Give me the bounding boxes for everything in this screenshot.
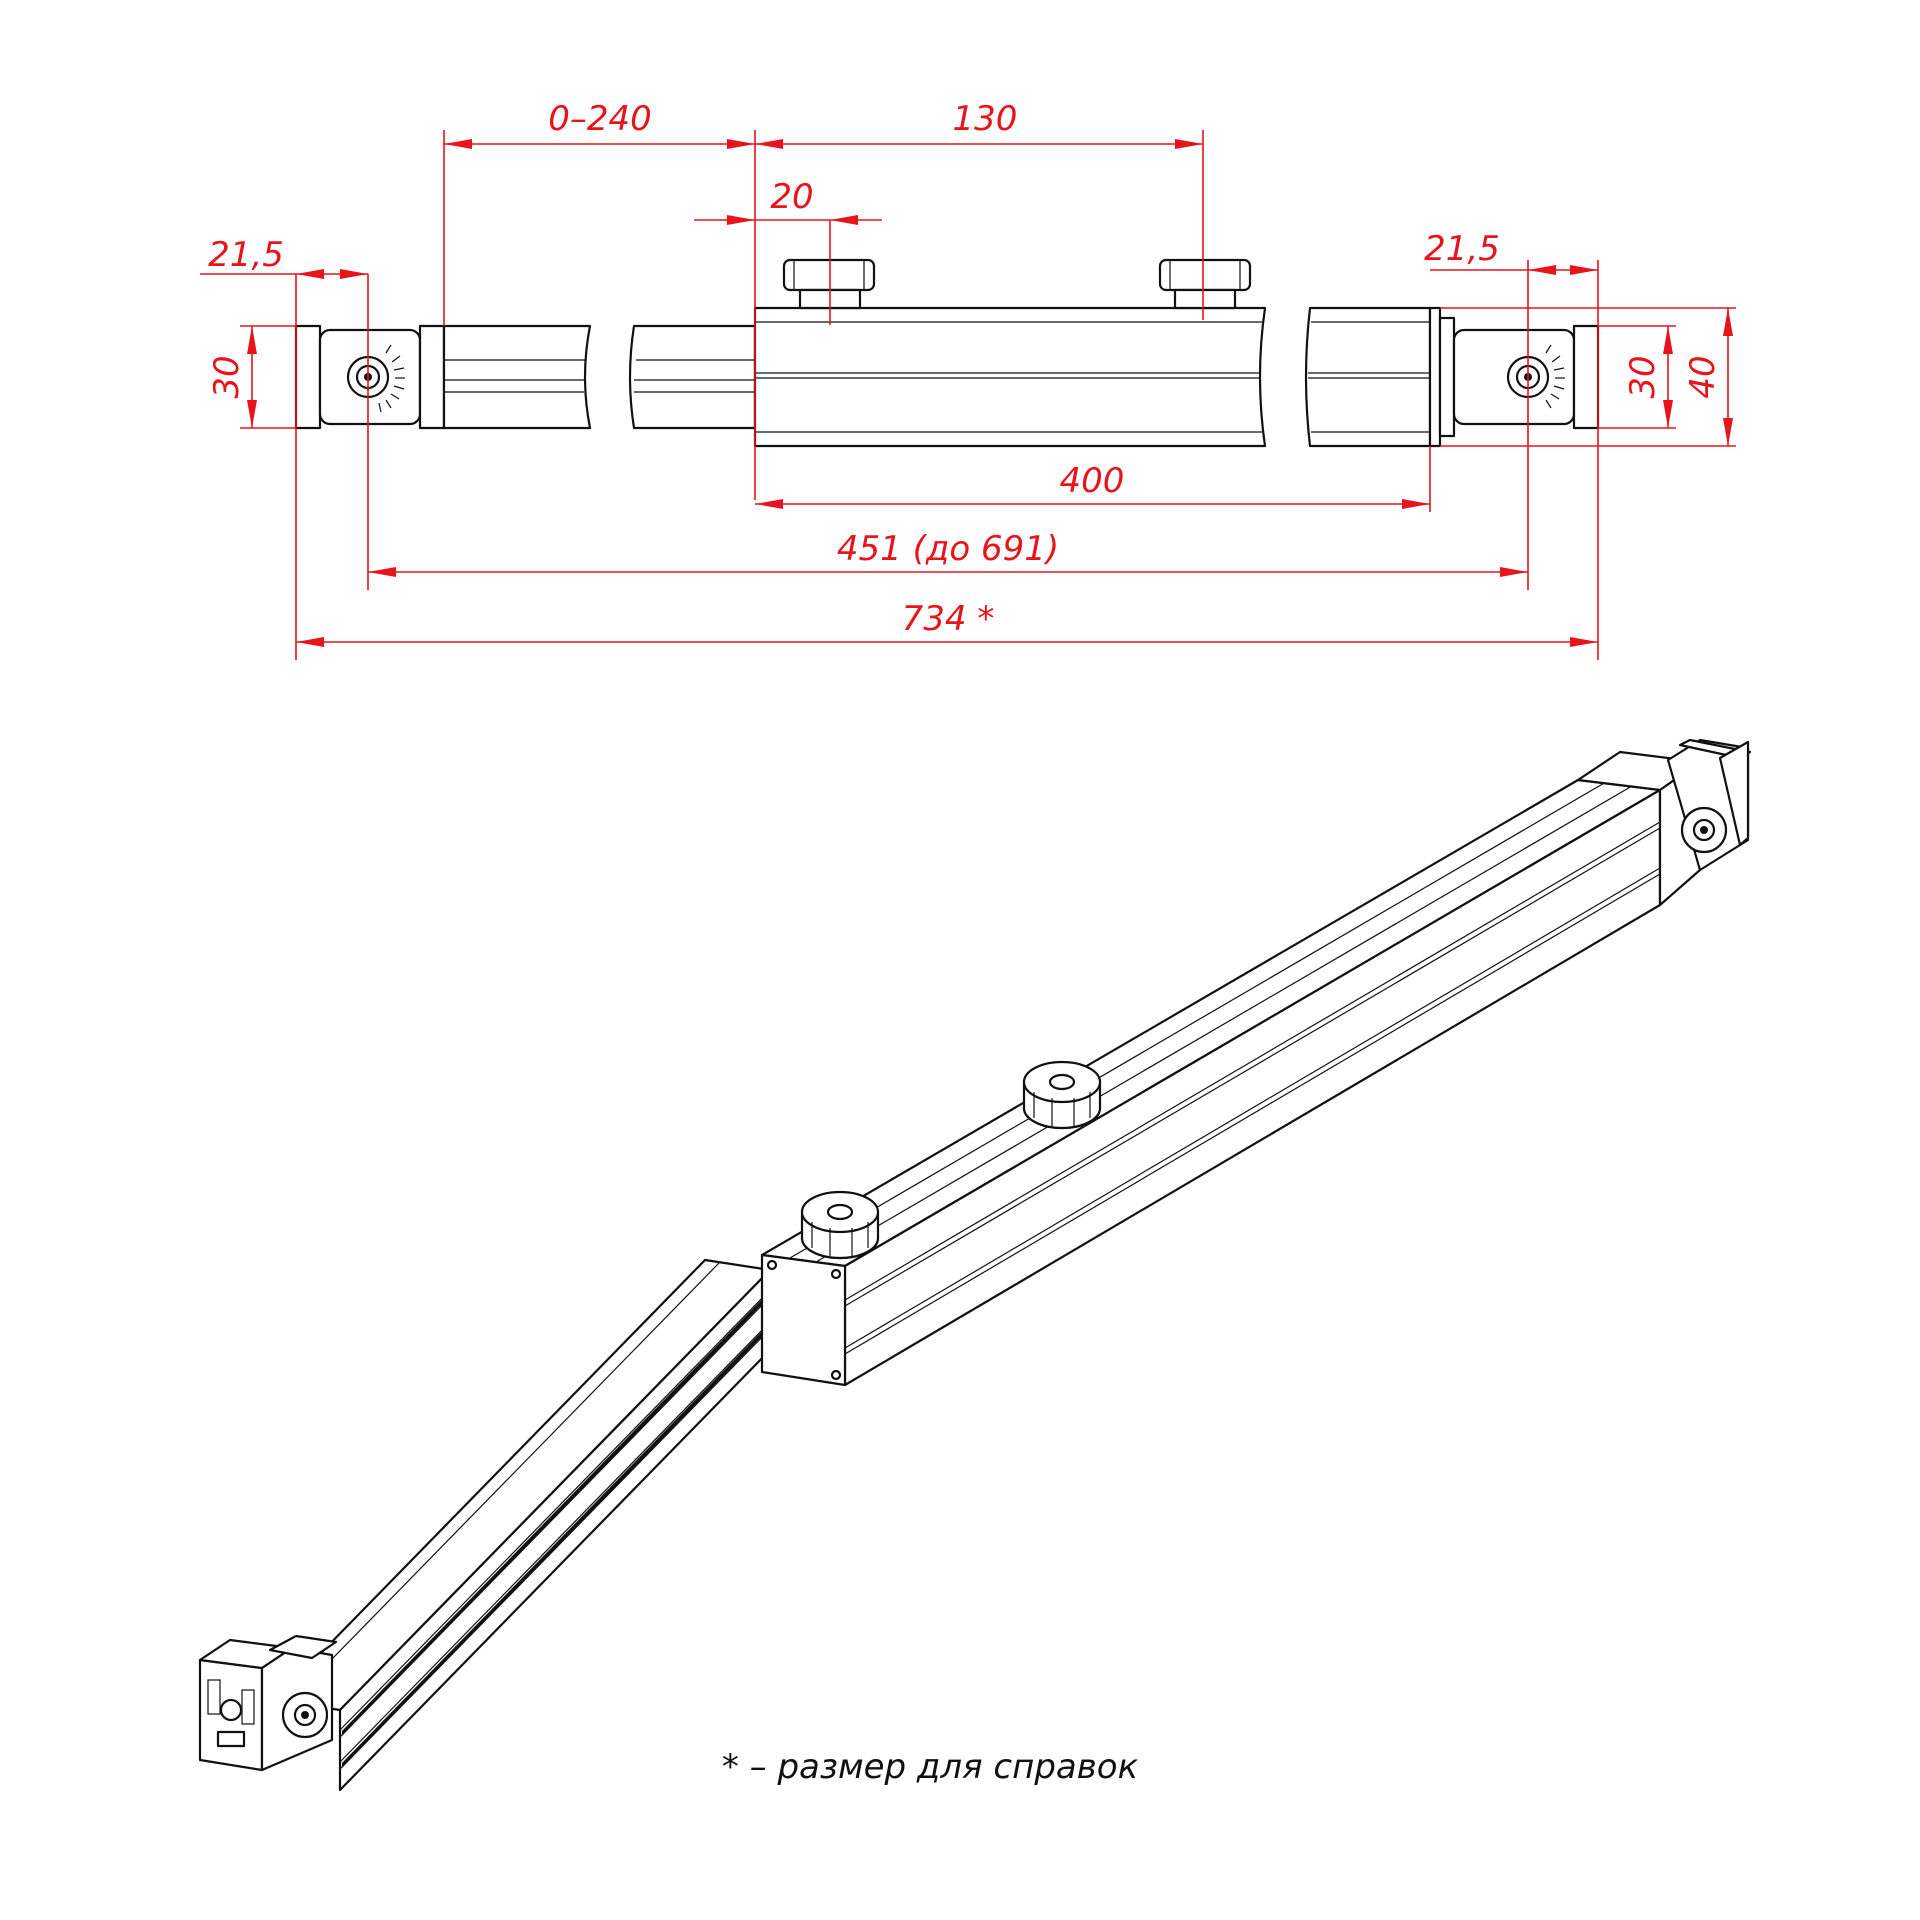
dimension-lines <box>200 130 1736 660</box>
isometric-view <box>198 738 1752 1792</box>
left-rail-plate <box>418 324 446 430</box>
outer-tube <box>760 778 1662 1387</box>
clamp-knob-icon <box>1158 258 1252 310</box>
dim-pivot-span: 451 (до 691) <box>837 529 1059 569</box>
inner-profile <box>273 1258 772 1792</box>
dim-right-end-offset: 21,5 <box>1424 229 1500 269</box>
right-rail-segment <box>628 324 757 430</box>
clamp-knob-icon <box>800 1190 880 1260</box>
dim-tube-length: 400 <box>1060 461 1125 501</box>
dim-tube-height: 40 <box>1683 355 1723 398</box>
outer-tube-left <box>753 306 1267 448</box>
left-end-plate <box>294 324 322 430</box>
left-end-assembly <box>198 1634 338 1772</box>
dim-knob-offset: 20 <box>770 177 813 217</box>
reference-note: * – размер для справок <box>722 1747 1139 1787</box>
outer-tube-right <box>1304 306 1432 448</box>
dim-left-height: 30 <box>207 355 247 398</box>
dim-overall-length: 734 * <box>902 599 995 639</box>
dimension-labels: 0–240 130 20 21,5 21,5 30 30 40 400 451 … <box>207 99 1723 639</box>
left-rail-segment <box>442 324 592 430</box>
dim-left-end-offset: 21,5 <box>208 235 284 275</box>
dim-stroke-range: 0–240 <box>548 99 652 139</box>
clamp-knob-icon <box>782 258 876 310</box>
dim-right-height: 30 <box>1623 355 1663 398</box>
right-end-assembly <box>1576 738 1752 907</box>
right-end-plate <box>1572 324 1600 430</box>
right-flange <box>1428 306 1442 448</box>
dim-knob-spacing: 130 <box>953 99 1018 139</box>
clamp-knob-icon <box>1022 1060 1102 1130</box>
top-view <box>294 258 1600 448</box>
left-pivot-teeth <box>378 344 405 413</box>
